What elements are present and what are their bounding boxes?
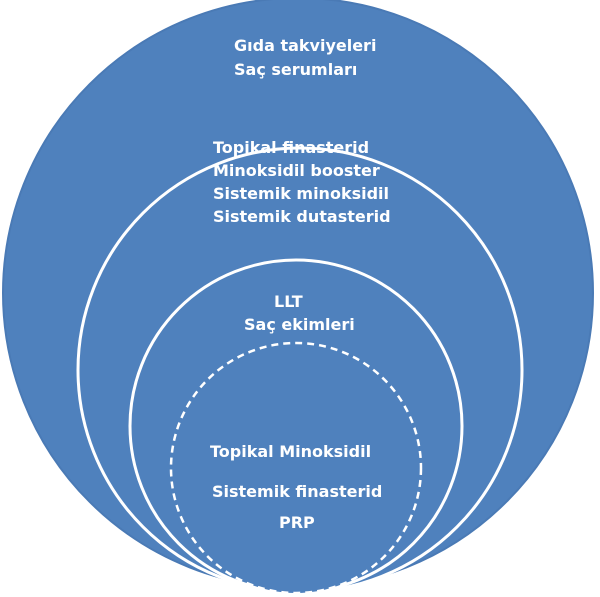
third-label-1: LLT [274,292,303,311]
inner-label-1: Topikal Minoksidil [210,442,372,461]
inner-dashed-circle [169,341,423,595]
third-label-2: Saç ekimleri [244,315,355,334]
inner-label-3: PRP [279,513,315,532]
second-label-1: Topikal finasterid [213,138,370,157]
second-label-3: Sistemik minoksidil [213,184,390,203]
outer-label-1: Gıda takviyeleri [234,36,377,55]
outer-label-2: Saç serumları [234,60,358,79]
second-label-4: Sistemik dutasterid [213,207,391,226]
second-label-2: Minoksidil booster [213,161,380,180]
inner-label-2: Sistemik finasterid [212,482,383,501]
